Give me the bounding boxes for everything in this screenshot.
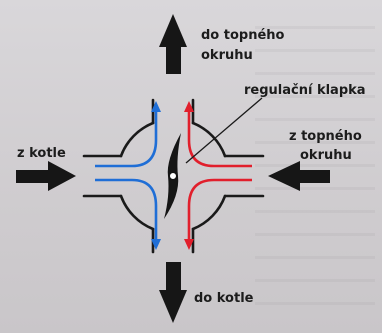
label-from-boiler: z kotle: [17, 146, 66, 161]
return-flow-lines: [95, 101, 161, 250]
valve-body: [82, 98, 265, 254]
arrow-in-from-boiler: [16, 161, 76, 191]
hot-flow-lines: [184, 101, 252, 250]
arrow-down-to-boiler: [159, 262, 187, 323]
arrow-up-to-heating: [159, 14, 187, 74]
valve-label-leader: [185, 97, 263, 164]
regulating-flap: [164, 133, 181, 219]
label-from-heating-line1: z topného: [289, 129, 362, 144]
label-from-heating-line2: okruhu: [300, 148, 352, 163]
label-to-heating-line2: okruhu: [201, 48, 253, 63]
label-regulating-flap: regulační klapka: [244, 83, 366, 98]
arrow-in-from-heating: [268, 161, 330, 191]
label-to-heating-line1: do topného: [201, 28, 285, 43]
label-to-boiler: do kotle: [194, 291, 254, 306]
background-page-texture: [255, 6, 375, 316]
